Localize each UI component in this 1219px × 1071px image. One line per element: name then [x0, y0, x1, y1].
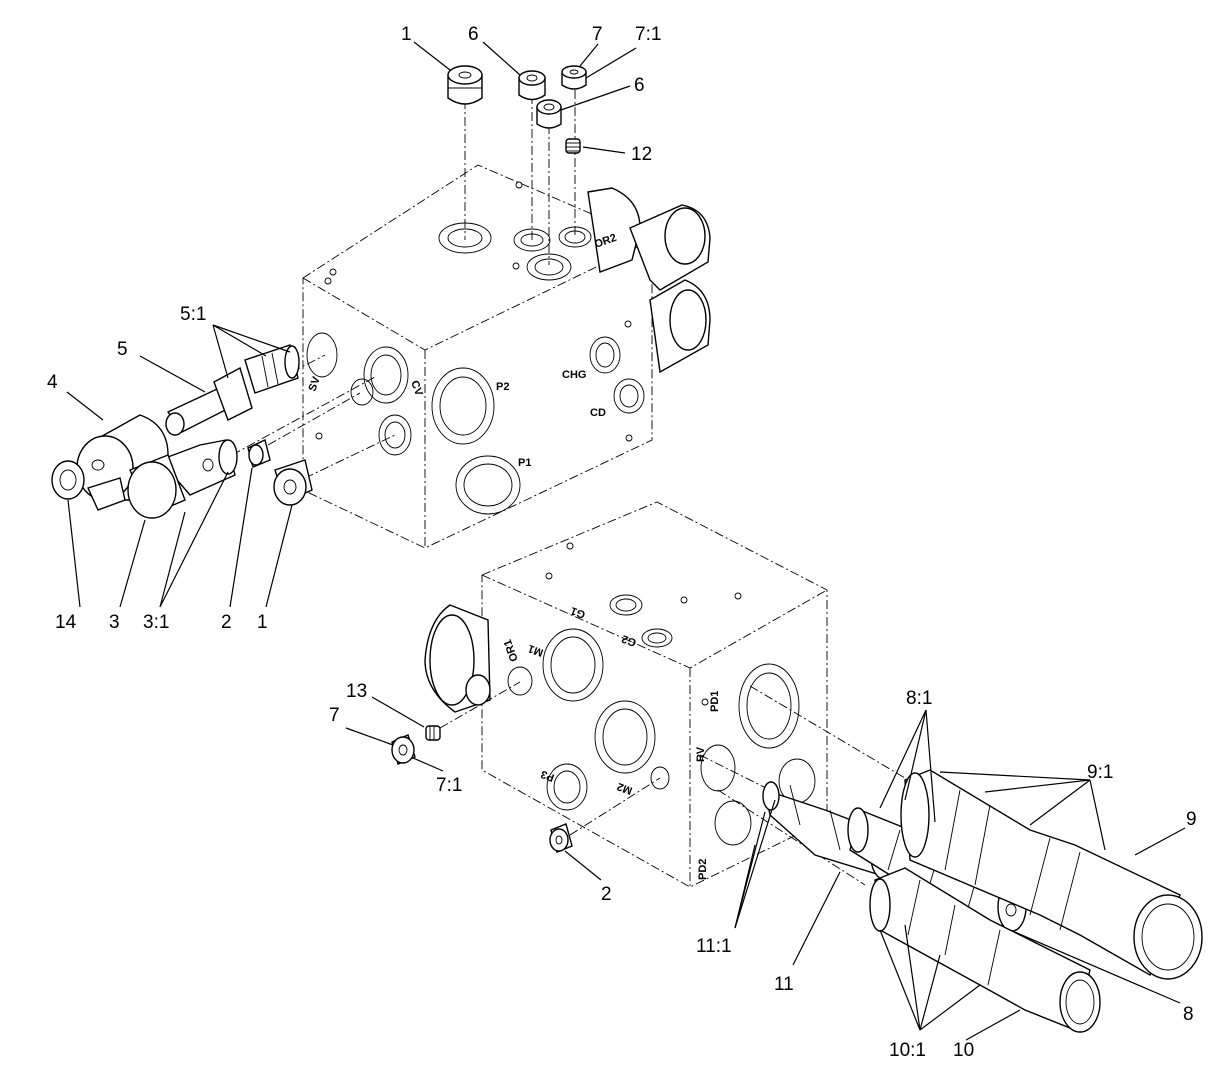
cartridge-9	[900, 769, 1203, 980]
port-chg: CHG	[562, 369, 586, 381]
callout-9: 9	[1186, 809, 1197, 830]
port-rv: RV	[695, 746, 707, 762]
callout-10: 10	[953, 1040, 974, 1061]
callout-2-mid: 2	[601, 884, 612, 905]
cartridge-10	[869, 867, 1101, 1033]
callout-7-1-top: 7:1	[635, 24, 661, 45]
port-g2: G2	[620, 632, 638, 648]
plug-6-upper	[518, 70, 546, 101]
orifice-13	[425, 725, 441, 741]
port-or1: OR1	[502, 638, 521, 663]
port-pd1: PD1	[709, 691, 721, 712]
port-sv: SV	[307, 375, 324, 394]
port-pd2: PD2	[697, 859, 709, 880]
port-p2: P2	[496, 381, 509, 393]
callout-12: 12	[631, 144, 652, 165]
callout-7-mid: 7	[329, 705, 340, 726]
plug-1-left	[273, 459, 313, 506]
leader-lines	[66, 41, 1186, 1041]
callout-14: 14	[55, 612, 77, 633]
callout-1-top: 1	[401, 24, 412, 45]
plug-7-top	[561, 65, 587, 90]
upper-valve-block	[302, 164, 711, 549]
assembly-axis-lines	[231, 90, 906, 886]
valve-3	[127, 439, 238, 519]
callout-3-1: 3:1	[143, 612, 169, 633]
callout-8: 8	[1183, 1004, 1194, 1025]
nut-14	[51, 460, 85, 500]
callout-1-left: 1	[257, 612, 268, 633]
callout-6-b: 6	[634, 75, 645, 96]
callout-10-1: 10:1	[889, 1040, 926, 1061]
orifice-2-mid	[549, 823, 573, 853]
orifice-2-left	[247, 439, 271, 468]
orifice-12	[565, 138, 581, 154]
callout-11-1: 11:1	[696, 936, 732, 957]
callout-4: 4	[47, 372, 58, 393]
port-m2: M2	[616, 780, 634, 797]
callout-7-1-mid: 7:1	[436, 775, 462, 796]
port-m1: M1	[527, 642, 545, 659]
callout-8-1: 8:1	[906, 688, 932, 709]
port-g1: G1	[569, 604, 587, 620]
valve-5	[165, 344, 300, 436]
callout-3: 3	[109, 612, 120, 633]
lower-valve-block	[424, 501, 828, 888]
callout-5-1: 5:1	[180, 304, 206, 325]
callout-5: 5	[117, 339, 128, 360]
port-p3: P3	[539, 768, 556, 784]
callout-2-left: 2	[221, 612, 232, 633]
plug-1-top	[447, 65, 483, 105]
port-cd: CD	[590, 407, 606, 419]
callout-13: 13	[346, 681, 367, 702]
plug-6-lower	[536, 99, 562, 129]
port-p1: P1	[518, 457, 531, 469]
callout-7-top: 7	[592, 24, 603, 45]
callout-9-1: 9:1	[1087, 762, 1113, 783]
callout-11: 11	[774, 974, 794, 995]
callout-6-a: 6	[468, 24, 479, 45]
plug-7-mid	[391, 734, 416, 765]
port-cv: CV	[408, 379, 425, 398]
